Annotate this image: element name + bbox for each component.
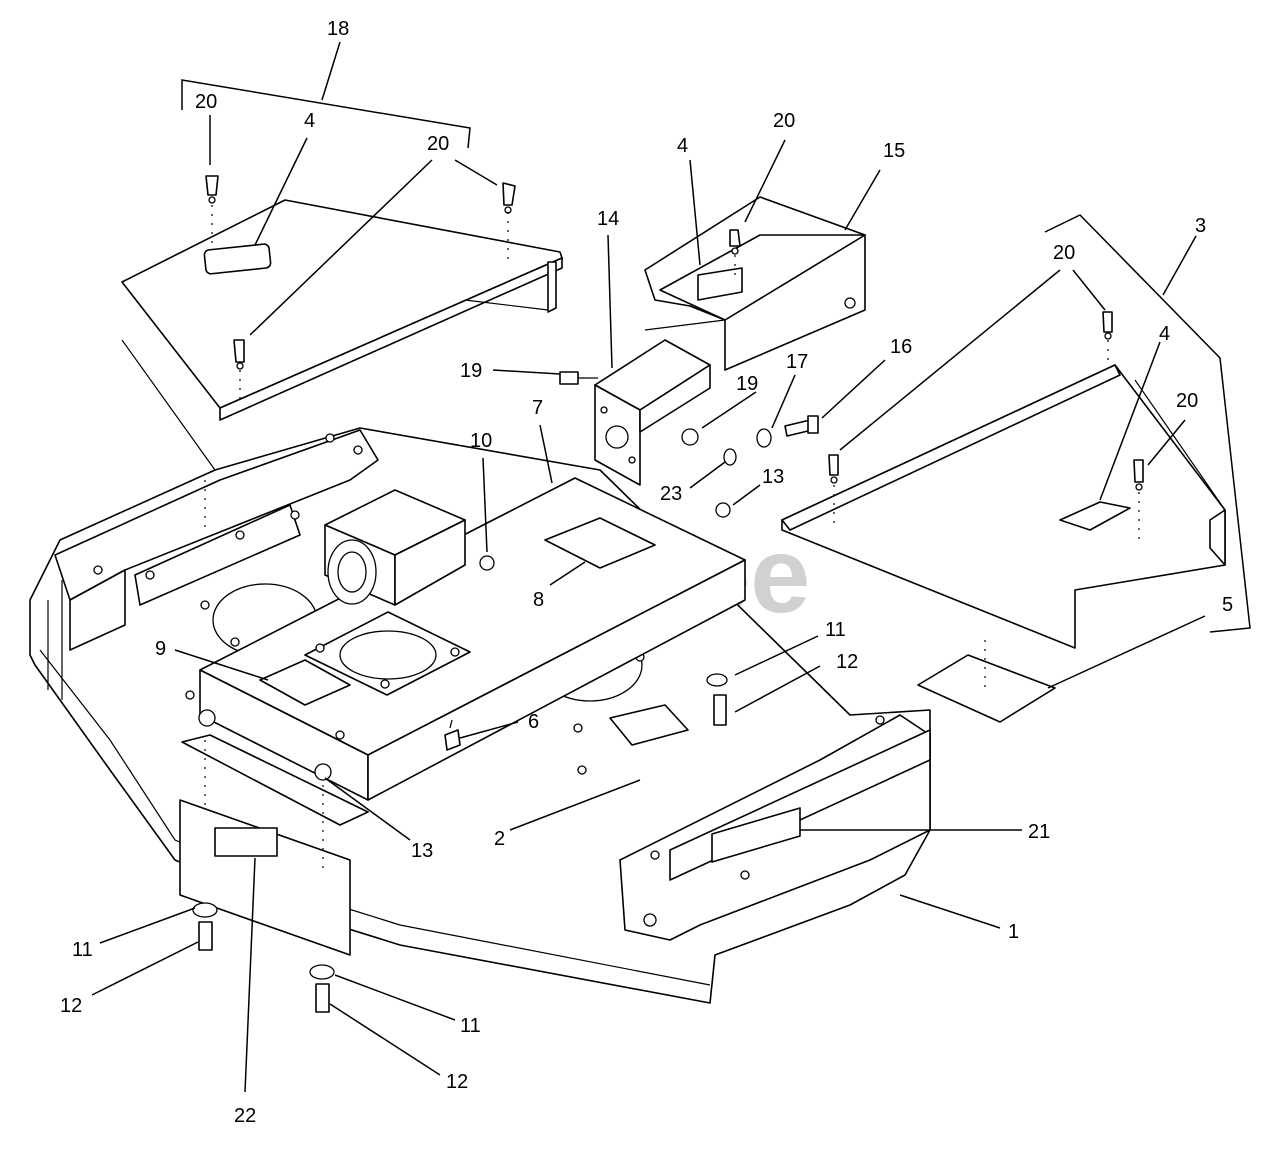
callout-12: 12 <box>60 995 82 1017</box>
callout-11: 11 <box>460 1015 481 1037</box>
callout-15: 15 <box>883 140 905 162</box>
callout-12: 12 <box>446 1071 468 1093</box>
decal-9 <box>259 659 351 706</box>
left-cover <box>121 199 563 471</box>
callout-3: 3 <box>1195 215 1206 237</box>
decal-4-center <box>697 267 743 301</box>
decal-4-left <box>203 243 272 275</box>
callout-16: 16 <box>890 336 912 358</box>
callout-2: 2 <box>494 828 505 850</box>
callout-4: 4 <box>677 135 688 157</box>
callout-21: 21 <box>1028 821 1050 843</box>
callout-19: 19 <box>460 360 482 382</box>
callout-6: 6 <box>528 711 539 733</box>
callout-22: 22 <box>234 1105 256 1127</box>
decal-8 <box>544 517 656 569</box>
bracket <box>594 339 711 486</box>
gearbox <box>304 489 471 696</box>
callout-19: 19 <box>736 373 758 395</box>
callout-7: 7 <box>532 397 543 419</box>
callout-11: 11 <box>825 619 846 641</box>
callout-1: 1 <box>1008 921 1019 943</box>
callout-17: 17 <box>786 351 808 373</box>
centerlines <box>204 205 1140 870</box>
group-bracket-18 <box>181 79 471 149</box>
callout-20: 20 <box>773 110 795 132</box>
idler-cover <box>644 196 866 371</box>
right-cover <box>781 364 1226 723</box>
leader-lines <box>91 41 1206 1093</box>
callout-11: 11 <box>72 939 93 961</box>
callout-14: 14 <box>597 208 619 230</box>
callout-23: 23 <box>660 483 682 505</box>
callout-8: 8 <box>533 589 544 611</box>
callout-20: 20 <box>427 133 449 155</box>
group-bracket-3 <box>1044 214 1251 633</box>
fasteners <box>192 175 1144 1013</box>
pad-5 <box>917 654 1056 723</box>
callout-18: 18 <box>327 18 349 40</box>
decal-22 <box>214 827 278 857</box>
callout-12: 12 <box>836 651 858 673</box>
callout-9: 9 <box>155 638 166 660</box>
callout-13: 13 <box>762 466 784 488</box>
callout-10: 10 <box>470 430 492 452</box>
callout-4: 4 <box>1159 323 1170 345</box>
callout-20: 20 <box>1053 242 1075 264</box>
callout-5: 5 <box>1222 594 1233 616</box>
callout-4: 4 <box>304 110 315 132</box>
callout-13: 13 <box>411 840 433 862</box>
decal-4-right <box>1059 501 1131 531</box>
callout-labels: 18 20 4 20 4 20 15 14 3 20 4 20 19 19 17… <box>60 18 1233 1127</box>
decal-21 <box>711 807 801 863</box>
callout-20: 20 <box>195 91 217 113</box>
callout-20: 20 <box>1176 390 1198 412</box>
